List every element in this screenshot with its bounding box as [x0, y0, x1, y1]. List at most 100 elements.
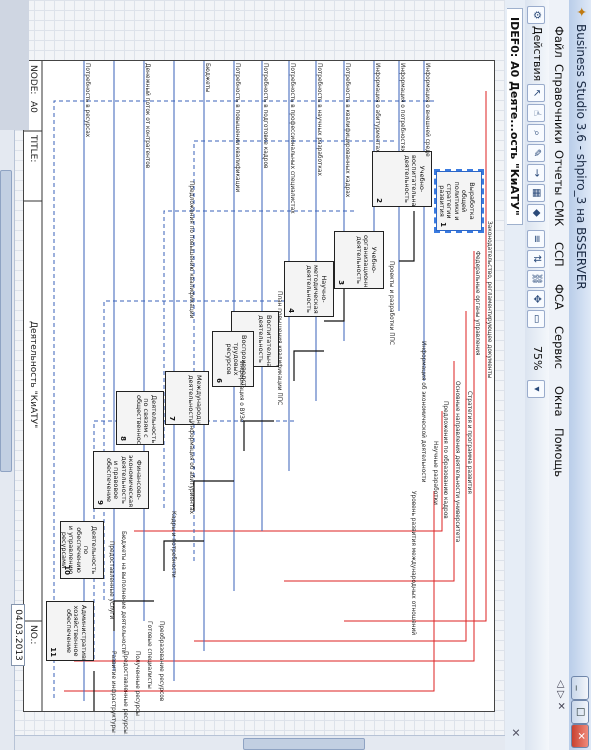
control-label: Федеральные органы управления — [474, 251, 480, 356]
close-button[interactable]: ✕ — [571, 724, 589, 748]
diagram-canvas[interactable]: Выработка общей политики и стратегии раз… — [15, 0, 505, 735]
actions-menu[interactable]: Действия — [531, 26, 544, 82]
node-label: NODE: — [28, 65, 38, 95]
input-label: Потребность в профессиональных специалис… — [289, 63, 295, 214]
activity-box-4[interactable]: Научно-методическая деятельность 4 — [284, 261, 334, 317]
side-panel — [0, 0, 29, 130]
output-label: Преобразование ресурсов — [158, 621, 164, 702]
box-number: 1 — [439, 222, 448, 227]
box-label: Выработка общей политики и стратегии раз… — [438, 181, 476, 221]
title-label: TITLE: — [28, 135, 38, 163]
mdi-restore-icon[interactable]: ◁ ▷ ✕ — [555, 680, 566, 711]
maximize-button[interactable]: □ — [571, 700, 589, 724]
tab-idef0-diagram[interactable]: IDEF0: A0 Деяте...ость "КиАТУ" — [507, 8, 523, 225]
input-label: Потребность в ресурсах — [84, 63, 90, 138]
box-number: 2 — [375, 198, 384, 203]
box-number: 8 — [119, 436, 128, 441]
control-label: Предложения по образованию кадров — [442, 401, 448, 519]
internal-label: План повышения квалификации ППС — [276, 291, 282, 406]
input-label: Бюджеты — [204, 63, 210, 93]
box-label: Воспроизводство трудовых ресурсов — [225, 335, 248, 387]
output-label: Развитие инфраструктуры — [110, 651, 116, 733]
activity-box-8[interactable]: Деятельность по связям с общественностью… — [116, 391, 164, 445]
zoom-icon[interactable]: ⌕ — [527, 124, 545, 142]
box-number: 11 — [49, 647, 58, 657]
internal-label: Предоставленные услуги — [108, 541, 114, 620]
box-number: 10 — [63, 565, 72, 575]
chevron-down-icon[interactable]: ▾ — [527, 380, 545, 398]
control-label: Информация об экономической деятельности — [420, 341, 426, 483]
page-icon[interactable]: ▭ — [527, 310, 545, 328]
box-label: Воспитательная деятельность — [257, 315, 274, 367]
input-label: Потребность в научных разработках — [316, 63, 322, 176]
box-number: 6 — [215, 378, 224, 383]
menu-fsa[interactable]: ФСА — [552, 284, 566, 310]
window-title: Business Studio 3.6 - shpiro_3 на BSSERV… — [574, 24, 588, 290]
activity-box-11[interactable]: Административно-хозяйственное обеспечени… — [46, 601, 94, 661]
menu-service[interactable]: Сервис — [552, 326, 566, 369]
document-tabs: IDEF0: A0 Деяте...ость "КиАТУ" ✕ — [504, 0, 525, 750]
menu-ssp[interactable]: ССП — [552, 242, 566, 267]
menu-windows[interactable]: Окна — [552, 386, 566, 417]
activity-box-10[interactable]: Деятельность по обеспечению и управлению… — [60, 521, 104, 579]
minimize-button[interactable]: _ — [571, 676, 589, 700]
box-number: 9 — [96, 500, 105, 505]
diagram-title: Деятельность "КиАТУ" — [28, 321, 38, 429]
menu-help[interactable]: Помощь — [552, 428, 566, 478]
scroll-thumb[interactable] — [243, 738, 365, 750]
internal-label: Проекты и разработки ППС — [388, 261, 394, 345]
pointer-icon[interactable]: ☝ — [527, 104, 545, 122]
menu-directories[interactable]: Справочники — [552, 64, 566, 144]
distribute-icon[interactable]: ⇅ — [527, 250, 545, 268]
input-label: Потребность в подготовке кадров — [262, 63, 268, 169]
align-icon[interactable]: ≡ — [527, 230, 545, 248]
node-value: A0 — [28, 101, 38, 113]
box-number: 4 — [287, 308, 296, 313]
title-bar: ✦ Business Studio 3.6 - shpiro_3 на BSSE… — [568, 0, 591, 750]
grid-icon[interactable]: ▦ — [527, 184, 545, 202]
input-label: Денежный поток от контрагентов — [144, 63, 150, 169]
box-label: Учебно-воспитательная деятельность — [403, 155, 426, 207]
menu-bar: Файл Справочники Отчеты СМК ССП ФСА Серв… — [548, 0, 569, 750]
sheet-number-label: NO.: — [28, 625, 38, 645]
internal-label: Информация о ВУЗе — [238, 361, 244, 423]
vertical-scrollbar[interactable] — [15, 735, 505, 750]
activity-box-2[interactable]: Учебно-воспитательная деятельность 2 — [372, 151, 432, 207]
box-label: Научно-методическая деятельность — [305, 265, 328, 314]
control-label: Основные направления деятельности универ… — [454, 381, 460, 543]
control-label: Научные разработки — [432, 441, 438, 505]
menu-file[interactable]: Файл — [552, 26, 566, 58]
select-arrow-icon[interactable]: ↖ — [527, 84, 545, 102]
output-label: Предоставленные ресурсы — [122, 651, 128, 734]
pencil-icon[interactable]: ✎ — [527, 144, 545, 162]
link-icon[interactable]: ⛓ — [527, 270, 545, 288]
internal-label: Кадры и потребности — [170, 511, 176, 578]
control-label: Законодательство, регламентирующее докум… — [486, 221, 492, 379]
zoom-level[interactable]: 75% — [531, 346, 544, 371]
activity-box-9[interactable]: Финансово-экономическая деятельность и п… — [93, 451, 149, 509]
close-tab-icon[interactable]: ✕ — [509, 728, 522, 738]
app-icon: ✦ — [573, 6, 588, 18]
control-label: Уровень развития международных отношений — [410, 491, 416, 636]
internal-label: Предложения по повышению квалификации — [188, 181, 194, 319]
input-label: Потребность в квалифицированных кадрах — [344, 63, 350, 198]
box-label: Административно-хозяйственное обеспечени… — [65, 605, 88, 661]
scroll-thumb[interactable] — [0, 170, 12, 472]
input-label: Потребность в повышении квалификации — [234, 63, 240, 193]
activity-box-1[interactable]: Выработка общей политики и стратегии раз… — [434, 168, 484, 234]
move-icon[interactable]: ✥ — [527, 290, 545, 308]
box-label: Международная деятельность — [187, 375, 204, 425]
arrow-icon[interactable]: → — [527, 164, 545, 182]
diamond-icon[interactable]: ◆ — [527, 204, 545, 222]
menu-reports[interactable]: Отчеты — [552, 150, 566, 196]
menu-smk[interactable]: СМК — [552, 200, 566, 227]
output-label: Полученные ресурсы — [134, 651, 140, 716]
actions-icon[interactable]: ⚙ — [527, 6, 545, 24]
internal-label: Информация об абитуриентах — [188, 421, 194, 515]
box-label: Учебно-организационная деятельность — [355, 235, 378, 289]
internal-label: Бюджеты на выполнение деятельности — [120, 531, 126, 654]
